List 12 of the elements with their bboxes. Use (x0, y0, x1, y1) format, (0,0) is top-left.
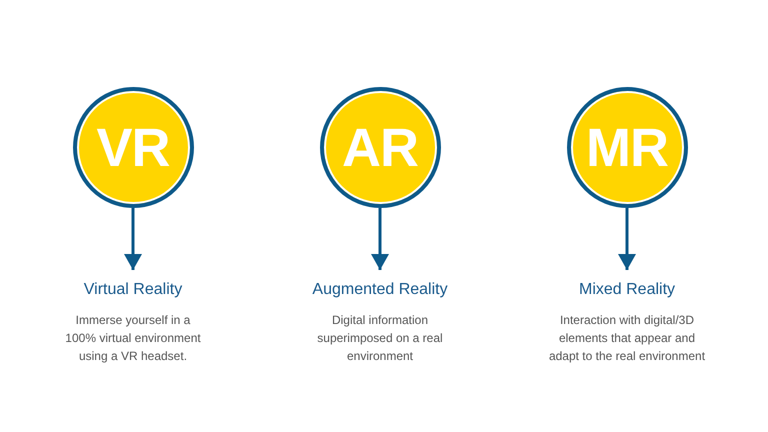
heading: Virtual Reality (84, 280, 182, 300)
description: Immerse yourself in a 100% virtual environment using a VR headset. (64, 312, 202, 365)
heading: Augmented Reality (312, 280, 448, 300)
acronym-label: VR (96, 120, 170, 174)
arrow (371, 208, 389, 270)
heading: Mixed Reality (578, 280, 676, 300)
description: Digital information superimposed on a real environment (316, 312, 444, 365)
acronym-label: AR (342, 120, 418, 174)
arrow (124, 208, 142, 270)
arrow (618, 208, 636, 270)
acronym-label: MR (586, 120, 668, 174)
description: Interaction with digital/3D elements that appear and adapt to the real environment (548, 312, 706, 365)
